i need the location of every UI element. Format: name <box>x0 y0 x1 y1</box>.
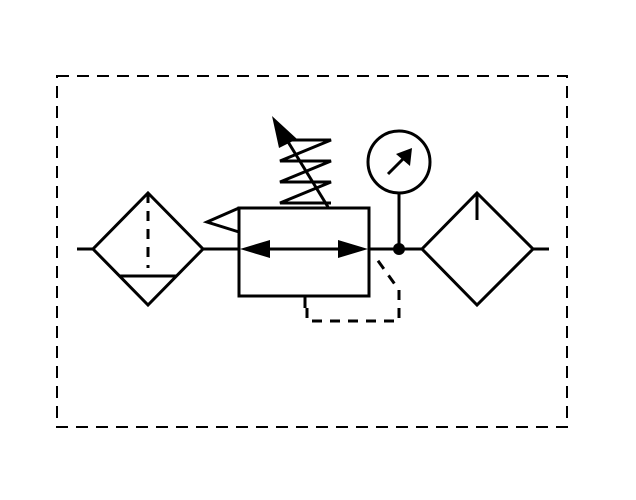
filter-symbol <box>90 190 206 308</box>
adjustment-arrowhead-icon <box>272 116 297 148</box>
pressure-gauge-symbol <box>366 129 432 255</box>
filter-body <box>90 190 206 308</box>
junction-dot <box>393 243 405 255</box>
pilot-triangle <box>202 206 240 234</box>
arrowhead-left-icon <box>240 240 270 258</box>
pilot-line <box>305 257 401 323</box>
adjustment-arrow-shaft <box>280 131 330 208</box>
lubricator-symbol <box>419 190 536 308</box>
gauge-needle <box>386 155 407 176</box>
lubricator-body <box>419 190 536 308</box>
pressure-regulator-symbol <box>202 206 401 323</box>
gauge-needle-arrowhead-icon <box>396 148 412 166</box>
adjustable-spring-symbol <box>272 116 332 208</box>
assembly-enclosure <box>56 75 568 428</box>
arrowhead-right-icon <box>338 240 368 258</box>
